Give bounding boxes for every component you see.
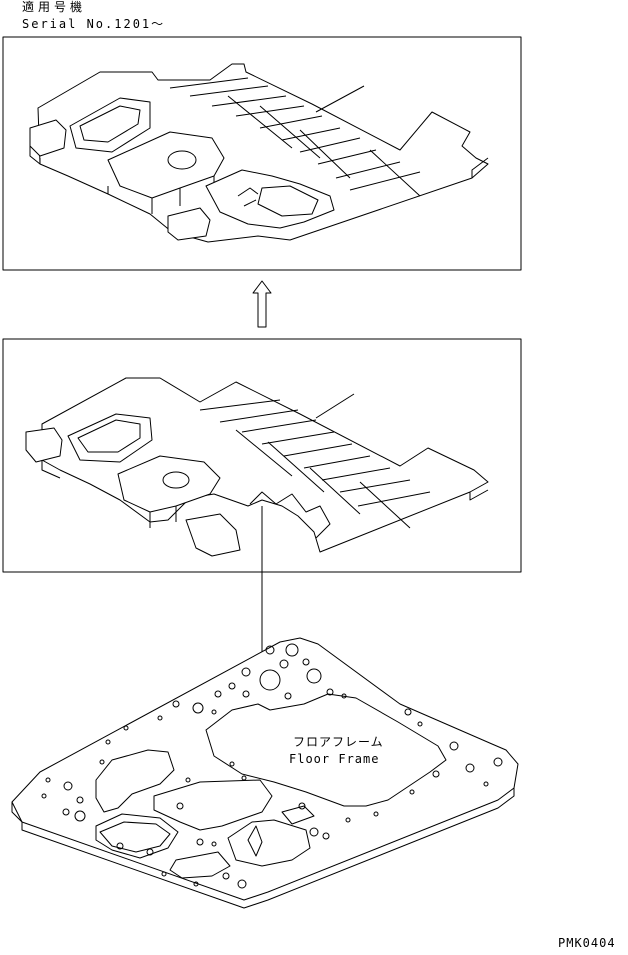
- floor-frame-label-jp: フロアフレーム: [293, 735, 384, 749]
- serial-range-label: Serial No.1201～: [22, 17, 166, 31]
- upper-panel-frame: [2, 36, 522, 271]
- floor-frame: [11, 637, 519, 909]
- floor-plate-new: [29, 63, 489, 243]
- figure-code: PMK0404: [558, 936, 616, 950]
- floor-plate-old: [25, 377, 489, 557]
- floor-frame-label-en: Floor Frame: [289, 752, 380, 766]
- upgrade-arrow: [252, 280, 272, 328]
- applicable-models-label: 適用号機: [22, 0, 87, 14]
